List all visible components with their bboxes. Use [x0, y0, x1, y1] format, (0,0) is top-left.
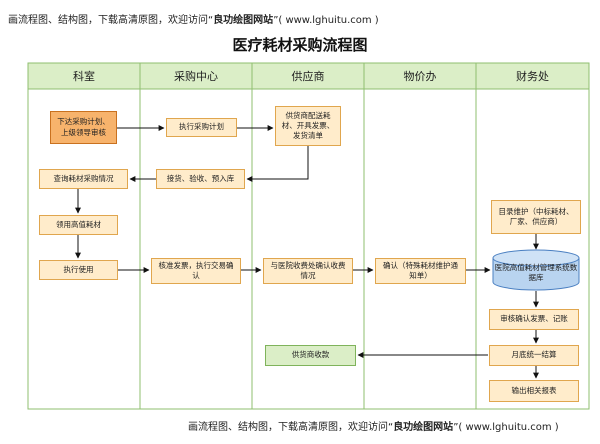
swimlane-header-band	[27, 62, 590, 90]
node-output-report: 输出相关报表	[489, 380, 579, 402]
banner-bottom: 画流程图、结构图，下载高清原图，欢迎访问“良功绘图网站”( www.lghuit…	[188, 418, 559, 433]
banner-top-prefix: 画流程图、结构图，下载高清原图，欢迎访问“	[8, 15, 214, 26]
banner-top-suffix: ”( www.lghuitu.com )	[273, 15, 379, 26]
node-monthly-settlement: 月底统一结算	[489, 345, 579, 366]
lane-header-department: 科室	[73, 70, 95, 83]
database-cylinder	[492, 249, 580, 291]
node-confirm-special: 确认（特殊耗材维护通知单）	[375, 258, 466, 284]
node-database: 医院高值耗材管理系统数据库	[494, 263, 578, 283]
node-execute-plan: 执行采购计划	[166, 118, 237, 137]
node-execute-use: 执行使用	[39, 260, 118, 280]
lane-header-finance: 财务处	[516, 70, 549, 83]
node-query: 查询耗材采购情况	[39, 169, 128, 189]
node-purchase-plan: 下达采购计划、上级领导审核	[50, 111, 117, 144]
node-receive: 接货、验收、预入库	[156, 169, 245, 189]
node-catalog-maintenance: 目录维护（中标耗材、厂家、供应商）	[491, 200, 581, 234]
banner-bottom-site[interactable]: 良功绘图网站	[393, 422, 454, 433]
node-supplier-deliver: 供货商配送耗材、开具发票、发货清单	[275, 106, 341, 146]
banner-bottom-suffix: ”( www.lghuitu.com )	[453, 422, 559, 433]
lane-header-supplier: 供应商	[291, 70, 325, 83]
node-verify-invoice: 核准发票，执行交易确认	[151, 258, 241, 284]
node-supplier-payment: 供货商收款	[265, 345, 356, 366]
diagram-title: 医疗耗材采购流程图	[232, 36, 368, 54]
banner-top-site[interactable]: 良功绘图网站	[213, 15, 274, 26]
node-confirm-fee: 与医院收费处确认收费情况	[263, 258, 353, 284]
banner-top: 画流程图、结构图，下载高清原图，欢迎访问“良功绘图网站”( www.lghuit…	[8, 11, 379, 26]
banner-bottom-prefix: 画流程图、结构图，下载高清原图，欢迎访问“	[188, 422, 394, 433]
arrow-supplier-to-receive	[246, 146, 309, 182]
node-audit-invoice: 审核确认发票、记账	[489, 309, 579, 330]
lane-header-price-office: 物价办	[403, 70, 437, 83]
lane-header-procurement-center: 采购中心	[174, 70, 218, 83]
node-use-high-value: 领用高值耗材	[39, 215, 118, 235]
